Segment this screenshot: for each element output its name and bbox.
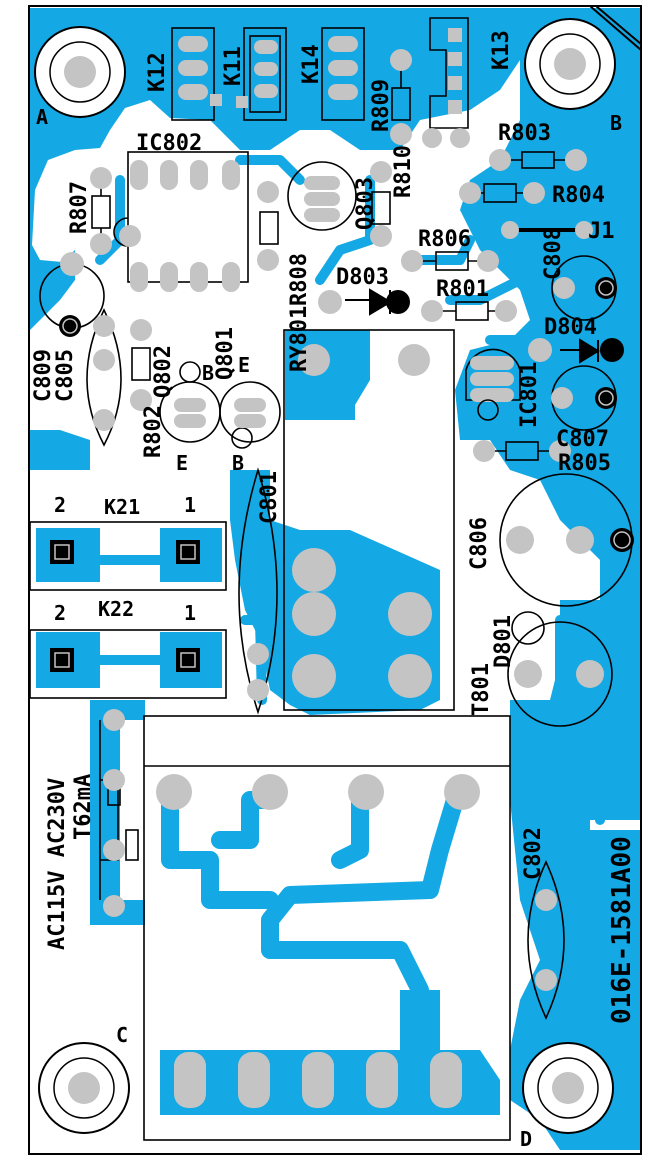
k12-outline (171, 27, 215, 121)
k14-label: K14 (299, 44, 324, 84)
q801-label: Q801 (213, 327, 238, 380)
q803-label: Q803 (353, 177, 378, 230)
k21-pad-2 (50, 540, 74, 564)
t801-outline (143, 715, 511, 1141)
d804-label: D804 (544, 315, 597, 340)
c806-label: C806 (467, 517, 492, 570)
r808-label: R808 (287, 253, 312, 306)
q803-outline (287, 161, 357, 231)
k13-label: K13 (489, 30, 514, 70)
q802-b-label: B (202, 361, 214, 385)
d801-outline (507, 621, 613, 727)
corner-label-c: C (116, 1023, 128, 1047)
k22-outline (29, 629, 227, 699)
mounting-hole-b (524, 18, 616, 110)
r807-label: R807 (67, 181, 92, 234)
r802-outline (131, 347, 151, 381)
c805-label: C805 (53, 349, 78, 402)
d801-label: D801 (491, 615, 516, 668)
copper-pour (30, 8, 640, 1150)
r808-outline (259, 211, 279, 245)
k21-pad-1 (176, 540, 200, 564)
corner-label-b: B (610, 111, 622, 135)
c807-label: C807 (556, 427, 609, 452)
r807-outline (91, 195, 111, 229)
k22-pad-1 (176, 648, 200, 672)
r804-label: R804 (552, 183, 605, 208)
board-outline (28, 5, 642, 1155)
r801-label: R801 (436, 277, 489, 302)
c802-outline (527, 860, 565, 1020)
corner-label-a: A (36, 105, 48, 129)
k22-pad-2 (50, 648, 74, 672)
board-corner-chamfer (589, 5, 642, 51)
k21-label: K21 (104, 495, 140, 519)
mounting-holes (34, 18, 616, 1134)
ry801-label: RY801 (287, 306, 312, 372)
r803-label: R803 (498, 121, 551, 146)
c802-label: C802 (521, 827, 546, 880)
k12-label: K12 (145, 52, 170, 92)
c808-label: C808 (541, 227, 566, 280)
board-part-number: 016E-1581A00 (607, 836, 637, 1024)
c805-outline (86, 308, 122, 447)
silkscreen-labels: A B C D K12 K11 K14 K13 R809 R810 Q803 R… (31, 30, 637, 1151)
ic801-label: IC801 (517, 362, 542, 428)
k13-outline (429, 17, 469, 129)
q802-label: Q802 (151, 345, 176, 398)
mounting-hole-d (522, 1042, 614, 1134)
t801-label: T801 (469, 663, 494, 716)
k11-label: K11 (221, 46, 246, 86)
mounting-hole-a (34, 26, 126, 118)
k14-outline (321, 27, 365, 121)
ry801-outline (283, 329, 455, 711)
rating-label-voltage: AC115V AC230V (45, 778, 70, 950)
mounting-hole-c (38, 1042, 130, 1134)
r802-label: R802 (141, 405, 166, 458)
q801-e-label: E (238, 353, 250, 377)
r810-label: R810 (391, 145, 416, 198)
r809-label: R809 (369, 79, 394, 132)
j1-label: J1 (588, 219, 615, 244)
q801-outline (219, 381, 281, 443)
d803-diode-symbol (345, 288, 392, 316)
board-edge (28, 5, 642, 1155)
k21-pin-1-label: 1 (184, 493, 196, 517)
d803-label: D803 (336, 265, 389, 290)
c809-label: C809 (31, 349, 56, 402)
rating-label-fuse: T62mA (71, 774, 96, 840)
k22-pin-1-label: 1 (184, 601, 196, 625)
k21-pin-2-label: 2 (54, 493, 66, 517)
ic802-label: IC802 (136, 131, 202, 156)
c801-outline (238, 467, 278, 715)
r810-outline (371, 191, 391, 225)
ic802-outline (127, 151, 249, 283)
c808-pad-square (595, 277, 617, 299)
c801-label: C801 (257, 471, 282, 524)
corner-label-d: D (520, 1127, 532, 1151)
q802-e-label: E (176, 451, 188, 475)
r805-label: R805 (558, 451, 611, 476)
k21-outline (29, 521, 227, 591)
k22-label: K22 (98, 597, 134, 621)
k11-outline (243, 27, 287, 121)
k22-pin-2-label: 2 (54, 601, 66, 625)
traces (85, 155, 605, 999)
d804-diode-symbol (560, 338, 600, 364)
pads (50, 28, 634, 1108)
r806-label: R806 (418, 227, 471, 252)
q801-b-label: B (232, 451, 244, 475)
